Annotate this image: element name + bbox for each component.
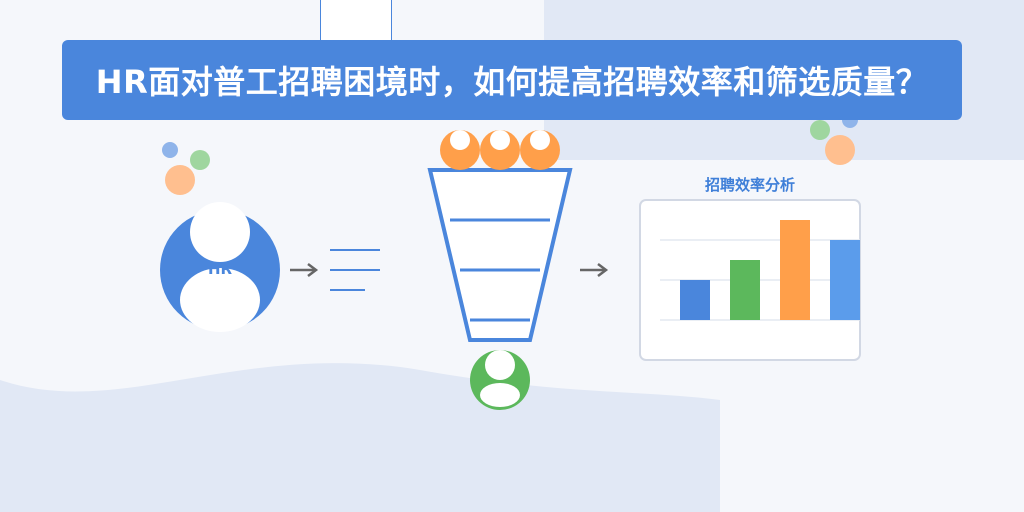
selected-candidate-icon (470, 350, 530, 410)
background-wave-bottom (0, 363, 720, 512)
arrow-right-icon (580, 263, 609, 277)
decor-dot-orange-right (825, 135, 855, 165)
chart-bar-3 (780, 220, 810, 320)
chart-bar-1 (680, 280, 710, 320)
candidate-icon-3 (520, 130, 560, 170)
arrow-right-icon (290, 263, 319, 277)
candidate-icon-1 (440, 130, 480, 170)
recruitment-funnel (427, 168, 573, 342)
decor-dot-green (190, 150, 210, 170)
chart-title: 招聘效率分析 (704, 176, 795, 194)
chart-bar-4 (830, 240, 860, 320)
decor-dot-orange (165, 165, 195, 195)
chart-bar-2 (730, 260, 760, 320)
banner-title: HR面对普工招聘困境时，如何提高招聘效率和筛选质量？ (62, 40, 962, 120)
document-lines-icon (330, 249, 380, 291)
candidate-icon-2 (480, 130, 520, 170)
decor-dot-green-right (810, 120, 830, 140)
decor-dot-blue (162, 142, 178, 158)
chart-bars (680, 220, 860, 320)
hr-label: HR (207, 260, 233, 278)
hr-person-icon (160, 202, 280, 332)
